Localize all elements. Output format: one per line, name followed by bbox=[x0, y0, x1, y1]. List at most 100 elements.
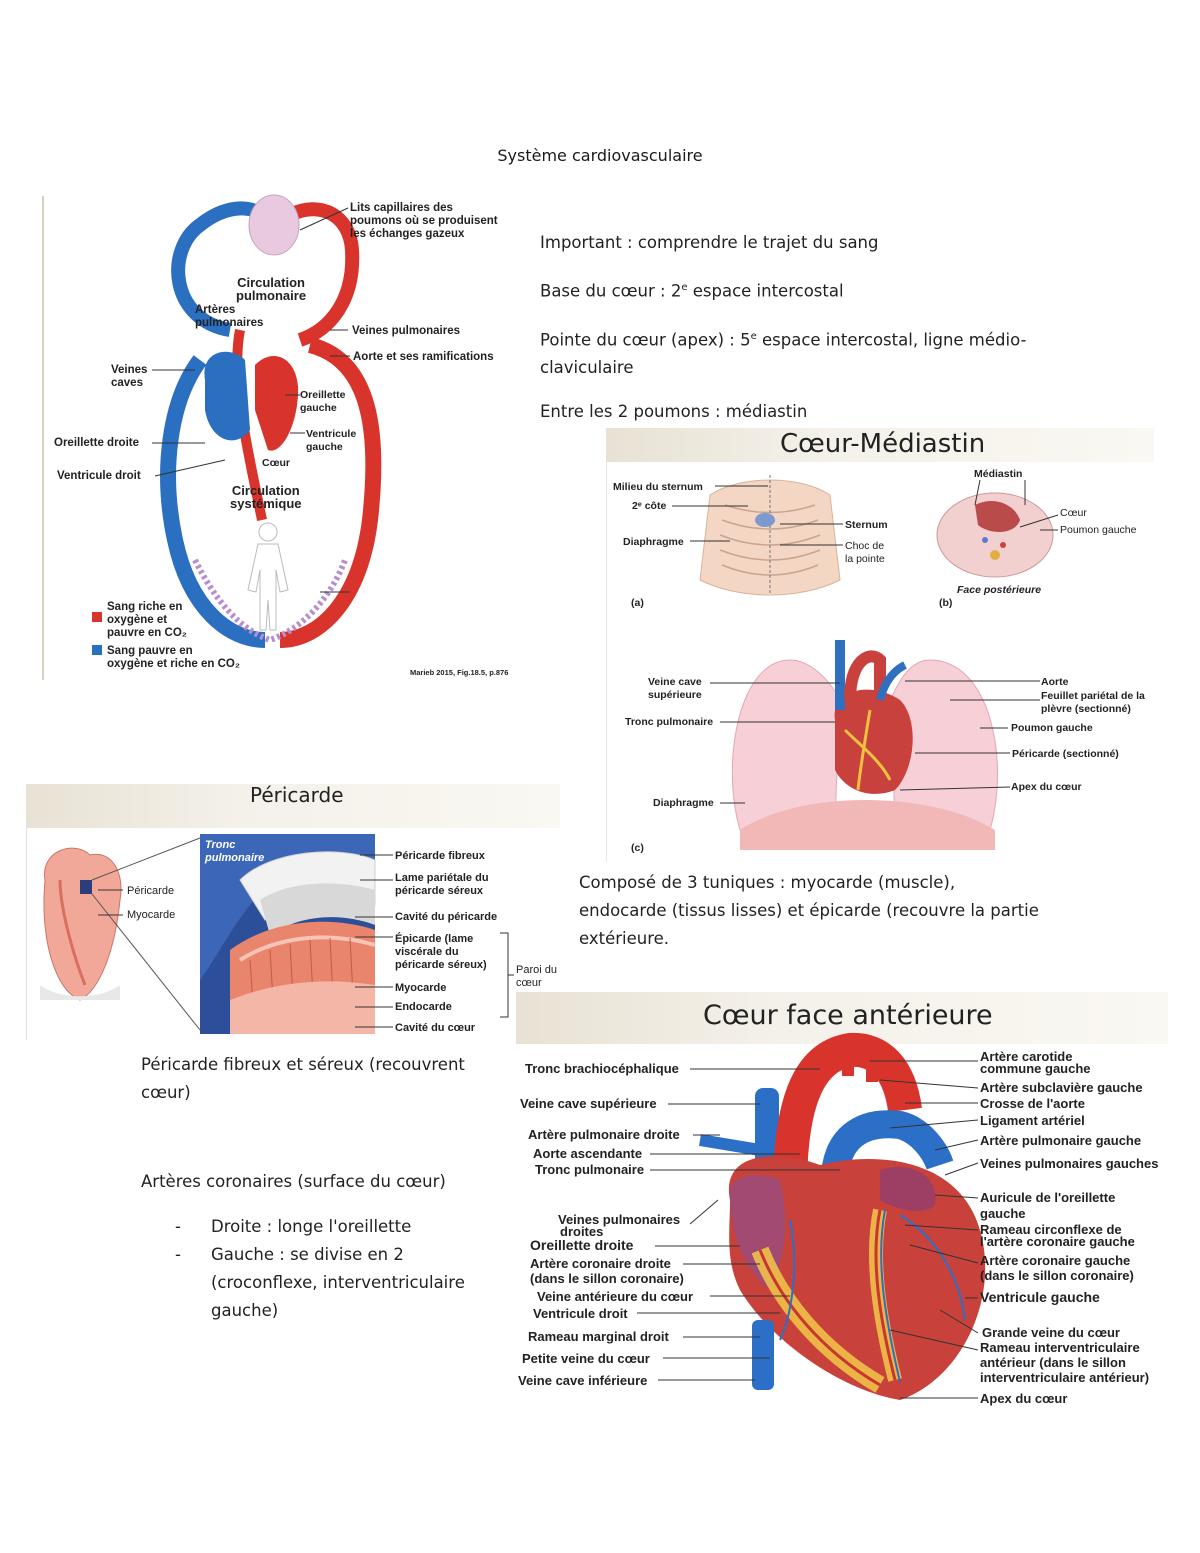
label-tronc-c: Tronc pulmonaire bbox=[625, 716, 714, 728]
label-pericarde-fibreux: Péricarde fibreux bbox=[395, 850, 485, 862]
label-ventricule-gauche: Ventricule gauche bbox=[980, 1289, 1100, 1305]
intro-pointe-cont: claviculaire bbox=[540, 358, 634, 377]
label-cavite-coeur: Cavité du cœur bbox=[395, 1022, 476, 1034]
mediastin-diagram bbox=[672, 475, 1059, 850]
label-aorte-c: Aorte bbox=[1041, 676, 1069, 688]
label-ventricule-droit: Ventricule droit bbox=[57, 470, 141, 482]
label-subclaviere: Artère subclavière gauche bbox=[980, 1080, 1143, 1095]
label-rameau-marginal: Rameau marginal droit bbox=[528, 1329, 669, 1344]
label-apex-c: Apex du cœur bbox=[1011, 781, 1082, 793]
coronaires-title: Artères coronaires (surface du cœur) bbox=[141, 1172, 446, 1191]
label-rameau-iv-3: interventriculaire antérieur) bbox=[980, 1370, 1150, 1385]
figure-border bbox=[42, 196, 44, 680]
label-petite-veine: Petite veine du cœur bbox=[522, 1351, 650, 1366]
coronaires-cont-2: gauche) bbox=[211, 1301, 279, 1320]
tag-a: (a) bbox=[631, 597, 644, 609]
label-milieu-sternum: Milieu du sternum bbox=[613, 481, 703, 493]
label-vcs: Veine cave supérieure bbox=[520, 1096, 657, 1111]
label-grande-veine: Grande veine du cœur bbox=[982, 1325, 1120, 1340]
label-pericarde-small: Péricarde bbox=[127, 885, 175, 897]
label-tronc-pulmonaire: Tronc pulmonaire bbox=[535, 1162, 645, 1177]
label-auricule: Auricule de l'oreillette bbox=[980, 1190, 1116, 1205]
mediastin-border bbox=[606, 462, 607, 862]
label-artere-coronaire-droite: Artère coronaire droite bbox=[530, 1256, 671, 1271]
label-veines-pulmonaires-droites: Veines pulmonaires bbox=[558, 1212, 681, 1227]
mediastin-title: Cœur-Médiastin bbox=[780, 429, 986, 459]
page-title: Système cardiovasculaire bbox=[497, 146, 703, 165]
label-coeur: Cœur bbox=[262, 457, 290, 469]
label-face-posterieure: Face postérieure bbox=[957, 584, 1042, 596]
label-crosse-aorte: Crosse de l'aorte bbox=[980, 1096, 1085, 1111]
label-rameau-iv-2: antérieur (dans le sillon bbox=[980, 1355, 1126, 1370]
pericarde-diagram bbox=[40, 834, 514, 1035]
label-rameau-circonflexe: Rameau circonflexe de bbox=[980, 1222, 1122, 1237]
label-sternum: Sternum bbox=[845, 519, 888, 531]
label-artere-coronaire-gauche: Artère coronaire gauche bbox=[980, 1253, 1131, 1268]
coronaires-list: Droite : longe l'oreillette Gauche : se … bbox=[141, 1213, 521, 1269]
label-tronc-brachiocephalique: Tronc brachiocéphalique bbox=[525, 1061, 679, 1076]
label-vci: Veine cave inférieure bbox=[518, 1373, 648, 1388]
coronaires-cont-1: (croconflexe, interventriculaire bbox=[211, 1273, 465, 1292]
label-carotide: Artère carotide bbox=[980, 1049, 1073, 1064]
legend-blue-swatch bbox=[92, 645, 102, 655]
label-poumon-gauche-b: Poumon gauche bbox=[1060, 524, 1137, 536]
label-aorte: Aorte et ses ramifications bbox=[353, 351, 494, 363]
figure-source: Marieb 2015, Fig.18.5, p.876 bbox=[410, 668, 509, 677]
label-veines-pulmonaires-gauches: Veines pulmonaires gauches bbox=[980, 1156, 1159, 1171]
label-poumon-gauche-c: Poumon gauche bbox=[1011, 722, 1093, 734]
label-aorte-ascendante: Aorte ascendante bbox=[533, 1146, 643, 1161]
label-mediastin: Médiastin bbox=[974, 468, 1023, 480]
label-carotide-2: commune gauche bbox=[980, 1061, 1091, 1076]
label-artere-pulmonaire-droite: Artère pulmonaire droite bbox=[528, 1127, 680, 1142]
intro-important: Important : comprendre le trajet du sang bbox=[540, 233, 879, 252]
label-coeur-b: Cœur bbox=[1060, 507, 1087, 519]
label-auricule-2: gauche bbox=[980, 1206, 1026, 1221]
tag-c: (c) bbox=[631, 842, 644, 854]
label-pericarde-c: Péricarde (sectionné) bbox=[1012, 748, 1119, 760]
pericarde-border bbox=[26, 828, 27, 1040]
label-oreillette-droite: Oreillette droite bbox=[530, 1237, 634, 1253]
label-myocarde-p: Myocarde bbox=[395, 982, 447, 994]
label-sillon-coronaire-d: (dans le sillon coronaire) bbox=[530, 1271, 684, 1286]
pericarde-title: Péricarde bbox=[250, 783, 344, 807]
label-rameau-iv: Rameau interventriculaire bbox=[980, 1340, 1140, 1355]
list-item: Gauche : se divise en 2 bbox=[141, 1241, 521, 1269]
label-veines-pulmonaires: Veines pulmonaires bbox=[352, 325, 461, 337]
intro-pointe: Pointe du cœur (apex) : 5e espace interc… bbox=[540, 330, 1027, 349]
legend-red-swatch bbox=[92, 612, 102, 622]
label-veines-pulmonaires-droites-2: droites bbox=[560, 1224, 604, 1239]
list-item: Droite : longe l'oreillette bbox=[141, 1213, 521, 1241]
label-myocarde-small: Myocarde bbox=[127, 909, 176, 921]
label-diaphragme-c: Diaphragme bbox=[653, 797, 714, 809]
label-2e-cote: 2ᵉ côte bbox=[632, 500, 667, 512]
coronaires-block: Artères coronaires (surface du cœur) Dro… bbox=[141, 1168, 521, 1325]
label-apex: Apex du cœur bbox=[980, 1391, 1068, 1406]
label-ligament-arteriel: Ligament artériel bbox=[980, 1113, 1085, 1128]
anterieure-diagram bbox=[637, 1032, 986, 1400]
label-artere-pulmonaire-gauche: Artère pulmonaire gauche bbox=[980, 1133, 1142, 1148]
label-endocarde: Endocarde bbox=[395, 1001, 452, 1013]
label-veine-anterieure: Veine antérieure du cœur bbox=[537, 1289, 694, 1304]
tag-b: (b) bbox=[939, 597, 953, 609]
label-cavite-pericarde: Cavité du péricarde bbox=[395, 911, 498, 923]
intro-base: Base du cœur : 2e espace intercostal bbox=[540, 281, 844, 301]
pericarde-banner bbox=[26, 784, 560, 828]
label-rameau-circonflexe-2: l'artère coronaire gauche bbox=[980, 1234, 1135, 1249]
anterieure-title: Cœur face antérieure bbox=[703, 1000, 993, 1031]
tuniques-text: Composé de 3 tuniques : myocarde (muscle… bbox=[579, 873, 1039, 948]
